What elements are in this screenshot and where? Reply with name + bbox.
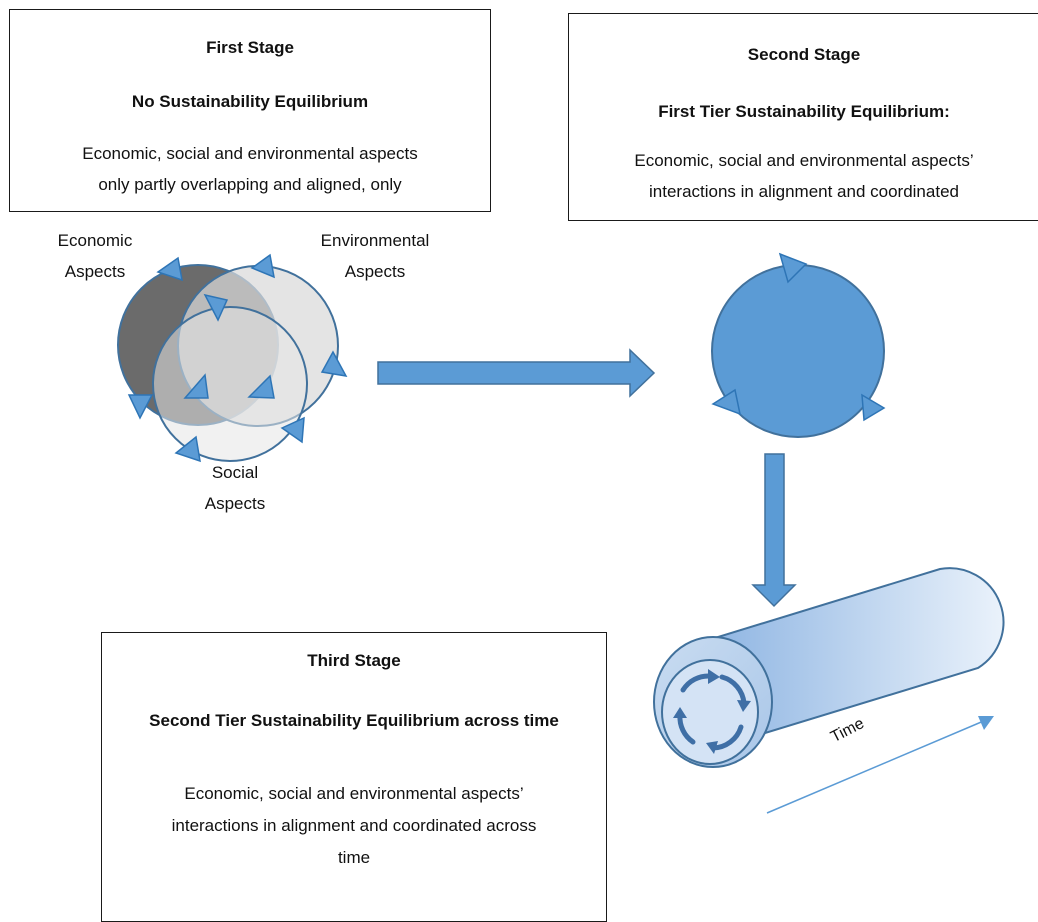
environmental-aspects-label: Environmental Aspects [290, 225, 460, 287]
first-stage-line-2: only partly overlapping and aligned, onl… [98, 175, 402, 194]
triangle-marker [711, 388, 742, 416]
environmental-label-line-1: Environmental [320, 231, 430, 250]
triangle-marker [247, 374, 275, 399]
second-stage-subtitle: First Tier Sustainability Equilibrium: [658, 102, 950, 121]
diagram-canvas [117, 252, 1005, 814]
second-stage-title: Second Stage [747, 45, 861, 64]
time-cylinder [653, 567, 1005, 768]
equilibrium-cycle-markers [711, 252, 886, 422]
stage-transition-arrow-down [751, 453, 797, 608]
first-stage-subtitle: No Sustainability Equilibrium [131, 92, 369, 111]
economic-label-line-1: Economic [57, 231, 133, 250]
second-stage-line-1: Economic, social and environmental aspec… [634, 151, 974, 170]
third-stage-line-1: Economic, social and environmental aspec… [184, 784, 524, 803]
triangle-marker [127, 394, 154, 420]
second-stage-box: Second Stage First Tier Sustainability E… [568, 13, 1038, 221]
third-stage-line-3: time [337, 848, 371, 867]
economic-label-line-2: Aspects [64, 262, 126, 281]
stage-transition-arrow-right [377, 348, 656, 398]
triangle-marker [250, 253, 275, 279]
third-stage-box: Third Stage Second Tier Sustainability E… [101, 632, 607, 922]
third-stage-line-2: interactions in alignment and coordinate… [171, 816, 537, 835]
triangle-marker [174, 435, 201, 463]
third-stage-description: Economic, social and environmental aspec… [112, 778, 596, 874]
triangle-marker [320, 350, 348, 377]
first-stage-description: Economic, social and environmental aspec… [20, 138, 480, 200]
triangle-marker [183, 373, 209, 399]
social-circle [152, 306, 308, 462]
triangle-marker [280, 416, 305, 444]
first-stage-line-1: Economic, social and environmental aspec… [82, 144, 418, 163]
first-stage-title: First Stage [206, 38, 294, 57]
economic-aspects-label: Economic Aspects [40, 225, 150, 287]
cylinder-body [703, 567, 1005, 742]
first-stage-box: First Stage No Sustainability Equilibriu… [9, 9, 491, 212]
triangle-marker [778, 252, 808, 284]
environmental-label-line-2: Aspects [344, 262, 406, 281]
social-label-line-1: Social [211, 463, 259, 482]
venn-cycle-markers [127, 253, 348, 463]
social-label-line-2: Aspects [204, 494, 266, 513]
third-stage-subtitle: Second Tier Sustainability Equilibrium a… [149, 711, 559, 730]
second-stage-line-2: interactions in alignment and coordinate… [649, 182, 959, 201]
venn-diagram [117, 264, 339, 462]
third-stage-title: Third Stage [307, 651, 401, 670]
triangle-marker [156, 256, 183, 282]
time-axis-arrowhead [978, 716, 994, 730]
cylinder-cycle-arrowheads [673, 669, 751, 754]
triangle-marker [861, 393, 886, 422]
time-axis-line [766, 719, 987, 814]
second-stage-description: Economic, social and environmental aspec… [579, 145, 1029, 207]
triangle-marker [203, 293, 229, 322]
social-aspects-label: Social Aspects [180, 457, 290, 519]
